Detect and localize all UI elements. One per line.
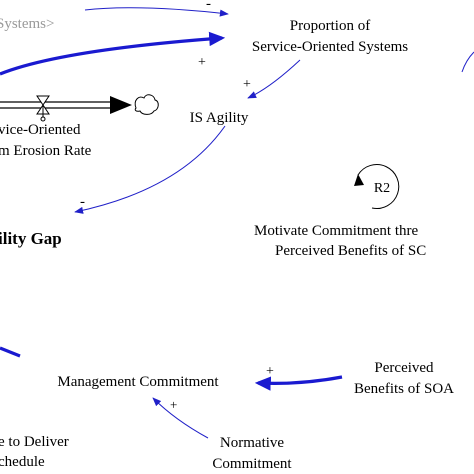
link-normative-to-management xyxy=(152,397,209,439)
systems-shadow-label: Systems> xyxy=(0,16,54,32)
loop-r2-marker: R2 xyxy=(354,164,400,209)
deliver-label-line1: e to Deliver xyxy=(0,434,69,450)
management-commitment-label: Management Commitment xyxy=(57,374,219,390)
normative-label-line2: Commitment xyxy=(212,456,292,472)
sign-perceived-management: + xyxy=(266,364,274,379)
sign-proportion-agility: + xyxy=(243,77,251,92)
erosion-flow xyxy=(0,94,159,122)
link-proportion-to-agility xyxy=(247,59,301,99)
proportion-label-line2: Service-Oriented Systems xyxy=(252,39,408,55)
link-agility-to-gap xyxy=(74,125,226,214)
link-right-edge xyxy=(461,51,474,73)
valve-icon xyxy=(36,95,50,122)
flow-arrowhead xyxy=(110,96,132,114)
sign-top-plus: + xyxy=(198,55,206,70)
cloud-icon xyxy=(134,94,159,115)
proportion-label-line1: Proportion of xyxy=(290,18,370,34)
agility-gap-label: ility Gap xyxy=(0,229,62,248)
sign-agility-gap: - xyxy=(80,194,85,210)
perceived-label-line2: Benefits of SOA xyxy=(354,381,454,397)
erosion-label-line2: m Erosion Rate xyxy=(0,143,92,159)
erosion-label-line1: vice-Oriented xyxy=(0,122,81,138)
is-agility-label: IS Agility xyxy=(190,110,249,126)
normative-label-line1: Normative xyxy=(220,435,284,451)
link-left-bottom xyxy=(0,346,21,358)
sign-top-minus: - xyxy=(206,0,211,12)
deliver-label-line2: chedule xyxy=(0,454,45,470)
loop-id-label: R2 xyxy=(374,181,390,196)
link-top-arc xyxy=(84,7,229,17)
sign-normative-management: + xyxy=(170,397,177,412)
link-left-to-proportion xyxy=(0,31,226,76)
loop-name-line1: Motivate Commitment thre xyxy=(254,223,418,239)
loop-circle-arrow-icon xyxy=(357,164,400,209)
perceived-label-line1: Perceived xyxy=(374,360,434,376)
loop-name-line2: Perceived Benefits of SC xyxy=(275,243,426,259)
link-perceived-to-management xyxy=(254,375,343,391)
